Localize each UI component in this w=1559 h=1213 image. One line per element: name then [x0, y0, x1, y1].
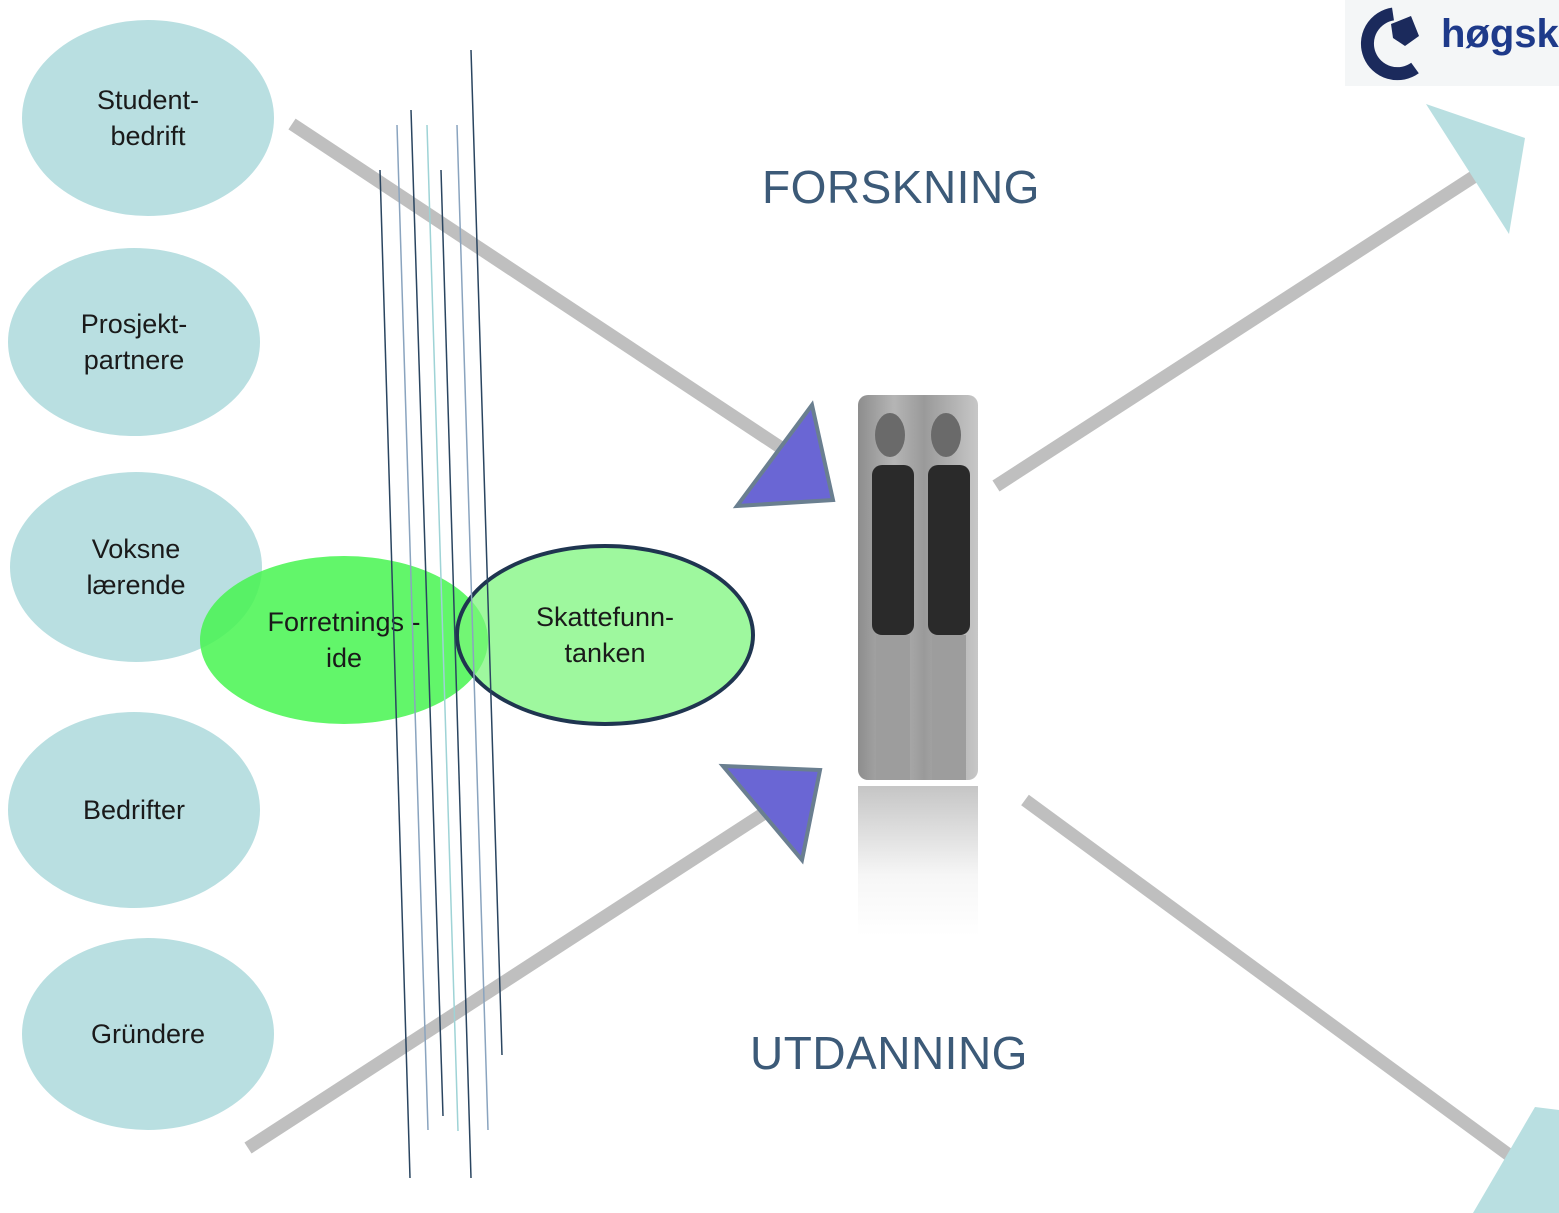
idea-label-forretningside: Forretnings - ide	[267, 607, 421, 673]
arrow-line-out-top	[992, 168, 1482, 492]
idea-forretningside: Forretnings - ide	[200, 556, 488, 724]
source-bubble-bedrifter: Bedrifter	[8, 712, 260, 908]
arrow-head-out-top	[1426, 104, 1525, 234]
arrow-line-out-bottom	[1021, 794, 1524, 1169]
heading-forskning: FORSKNING	[762, 161, 1040, 213]
source-label-studentbedrift: Student- bedrift	[96, 85, 200, 151]
source-bubble-prosjektpartnere: Prosjekt- partnere	[8, 248, 260, 436]
person-photo-reflection	[858, 786, 978, 936]
arrow-line-in-top	[288, 118, 796, 461]
arrow-head-in-bottom	[718, 763, 823, 865]
source-bubble-voksne-laerende: Voksne lærende	[10, 472, 262, 662]
idea-skattefunn: Skattefunn- tanken	[455, 544, 755, 726]
logo-emblem-icon	[1361, 7, 1419, 81]
source-label-grundere: Gründere	[90, 1019, 206, 1049]
source-label-prosjektpartnere: Prosjekt- partnere	[80, 309, 188, 375]
person-photo	[858, 395, 978, 780]
source-bubble-studentbedrift: Student- bedrift	[22, 20, 274, 216]
logo: høgsk	[1345, 0, 1559, 86]
source-label-bedrifter: Bedrifter	[82, 795, 186, 825]
arrow-line-in-bottom	[244, 784, 804, 1154]
arrow-head-in-top	[732, 400, 836, 509]
logo-text: høgsk	[1441, 12, 1559, 56]
source-bubble-grundere: Gründere	[22, 938, 274, 1130]
source-label-voksne-laerende: Voksne lærende	[86, 534, 186, 600]
arrow-head-out-bottom	[1473, 1107, 1559, 1213]
heading-utdanning: UTDANNING	[750, 1027, 1028, 1079]
person-silhouette-icon	[872, 413, 970, 780]
idea-label-skattefunn: Skattefunn- tanken	[535, 602, 675, 668]
